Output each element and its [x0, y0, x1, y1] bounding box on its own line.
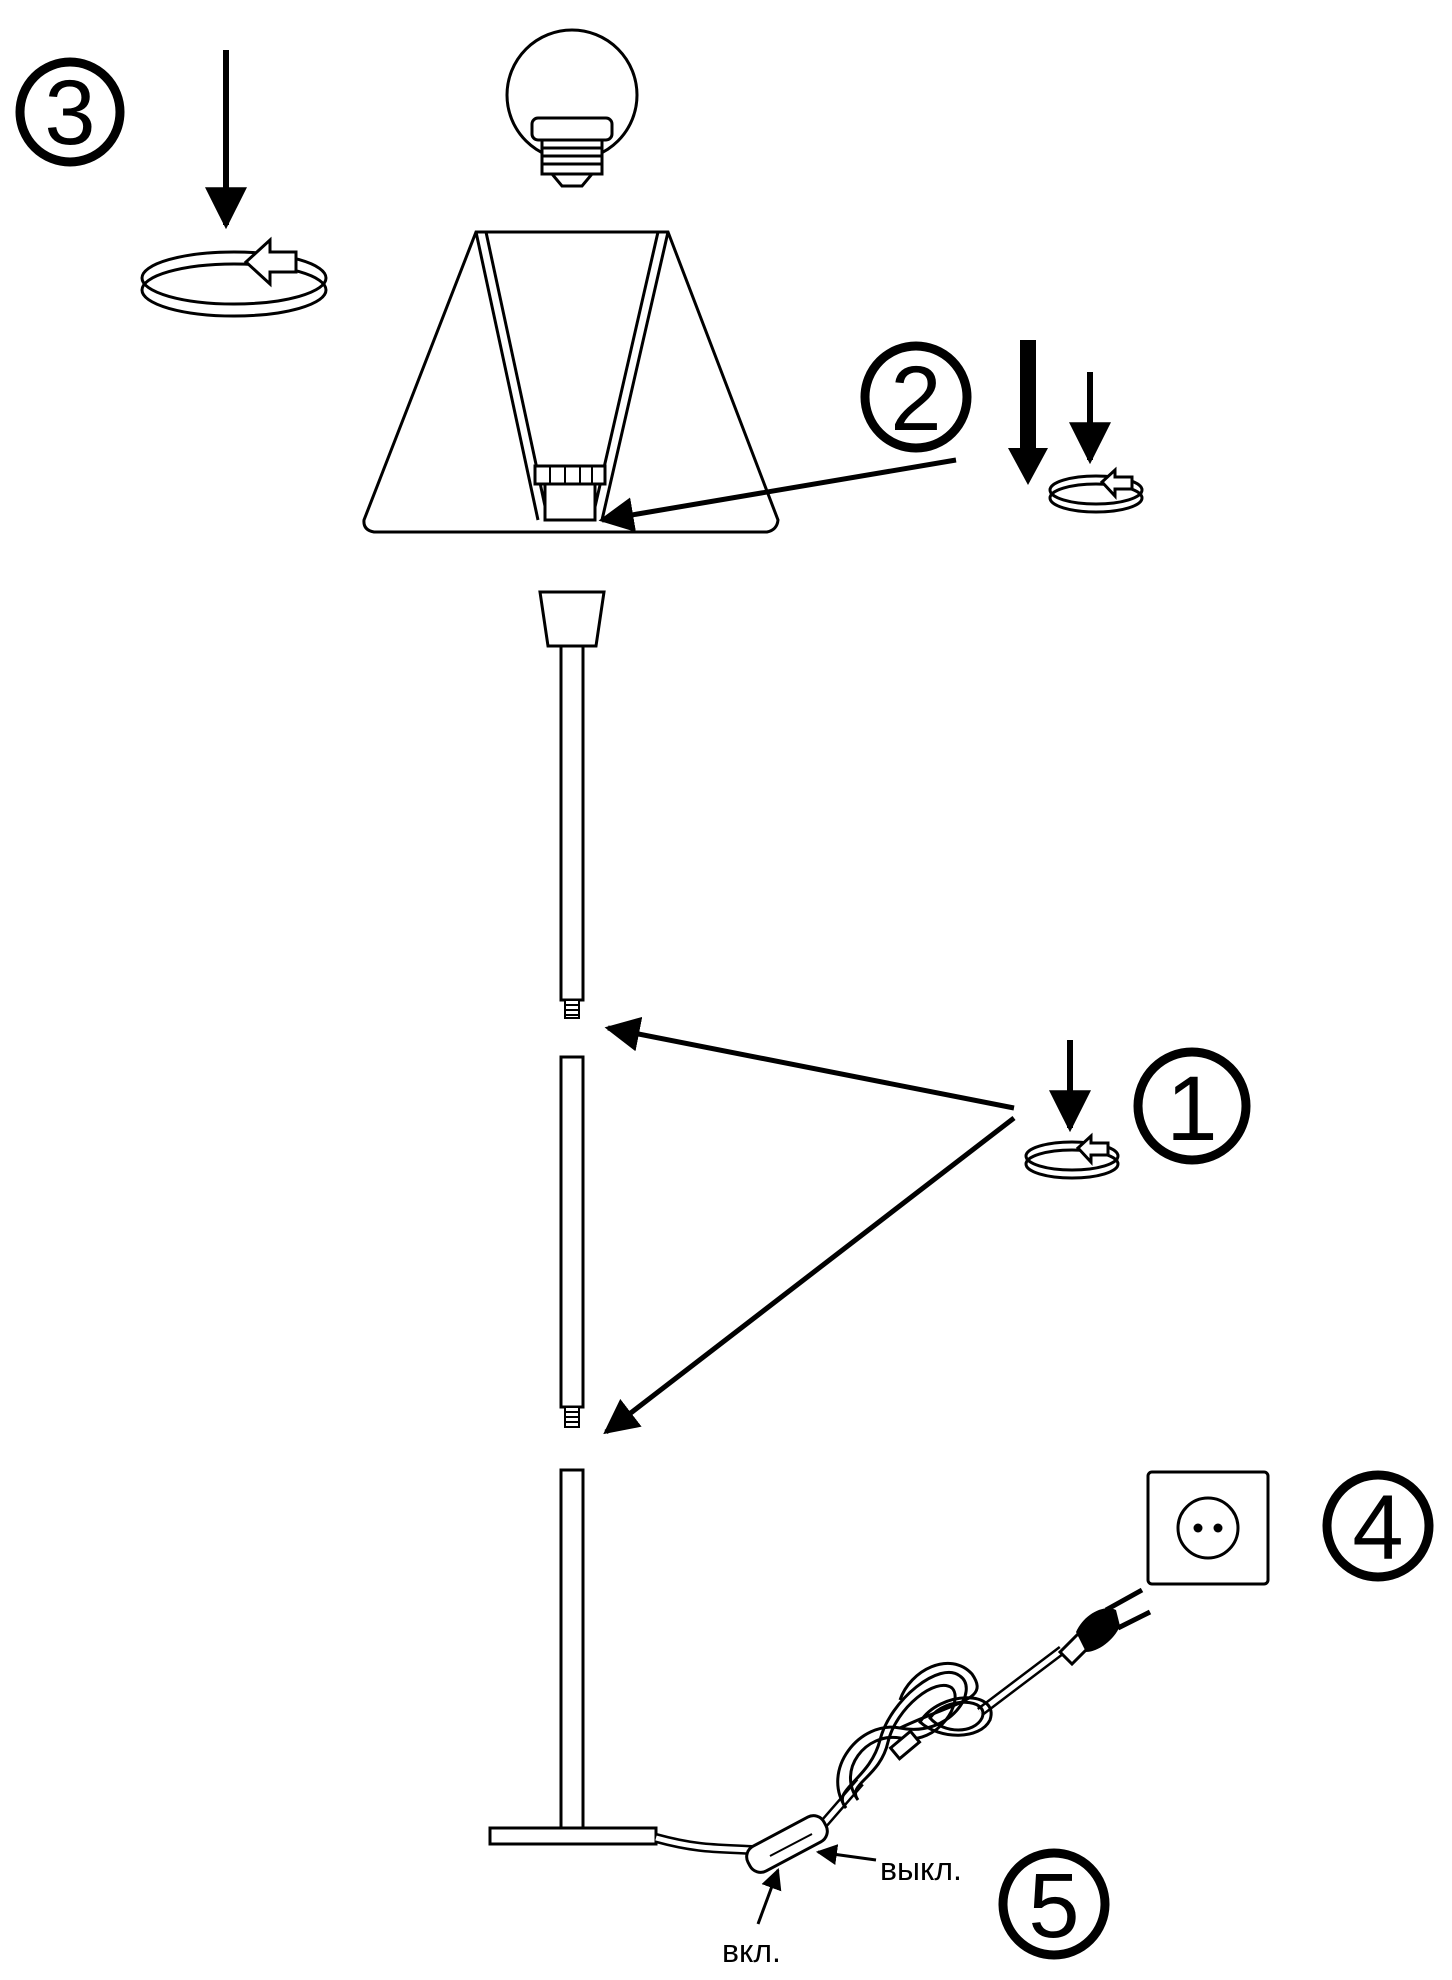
lamp-shade [362, 230, 780, 534]
step-4-badge: 4 [1322, 1470, 1434, 1582]
step-3-number: 3 [44, 62, 95, 164]
switch-on-label: вкл. [722, 1933, 781, 1969]
shade-holder [538, 590, 606, 648]
step-3-badge: 3 [15, 57, 125, 167]
step-2-number: 2 [890, 348, 941, 450]
step-1-screw-in-icon [1024, 1040, 1120, 1180]
step-2-badge: 2 [860, 341, 972, 453]
pole-section-top [559, 644, 585, 1019]
step-1-badge: 1 [1133, 1047, 1251, 1165]
pole-section-middle [559, 1055, 585, 1428]
step-2-down-arrow [1008, 340, 1048, 485]
power-cord [654, 1646, 1066, 1855]
step-5-number: 5 [1028, 1855, 1079, 1957]
switch-on-pointer [756, 1868, 782, 1925]
step-1-number: 1 [1166, 1058, 1217, 1160]
step-2-screw-in-icon [1048, 372, 1144, 514]
power-plug-icon [1057, 1587, 1152, 1667]
step-3-screw-in-icon [140, 50, 328, 318]
switch-off-pointer [815, 1844, 877, 1865]
switch-off-label: выкл. [880, 1851, 962, 1887]
step-4-number: 4 [1352, 1477, 1403, 1579]
step-5-badge: 5 [998, 1848, 1110, 1960]
lamp-base [488, 1826, 658, 1846]
wall-socket-icon [1146, 1470, 1270, 1586]
step-2-pointer-arrow [598, 457, 957, 532]
cord-switch [745, 1814, 829, 1874]
light-bulb [505, 28, 639, 188]
step-1-upper-arrow [604, 1016, 1015, 1111]
step-1-lower-arrow [603, 1116, 1016, 1435]
cord-coil [836, 1661, 993, 1809]
pole-section-bottom [559, 1468, 585, 1830]
